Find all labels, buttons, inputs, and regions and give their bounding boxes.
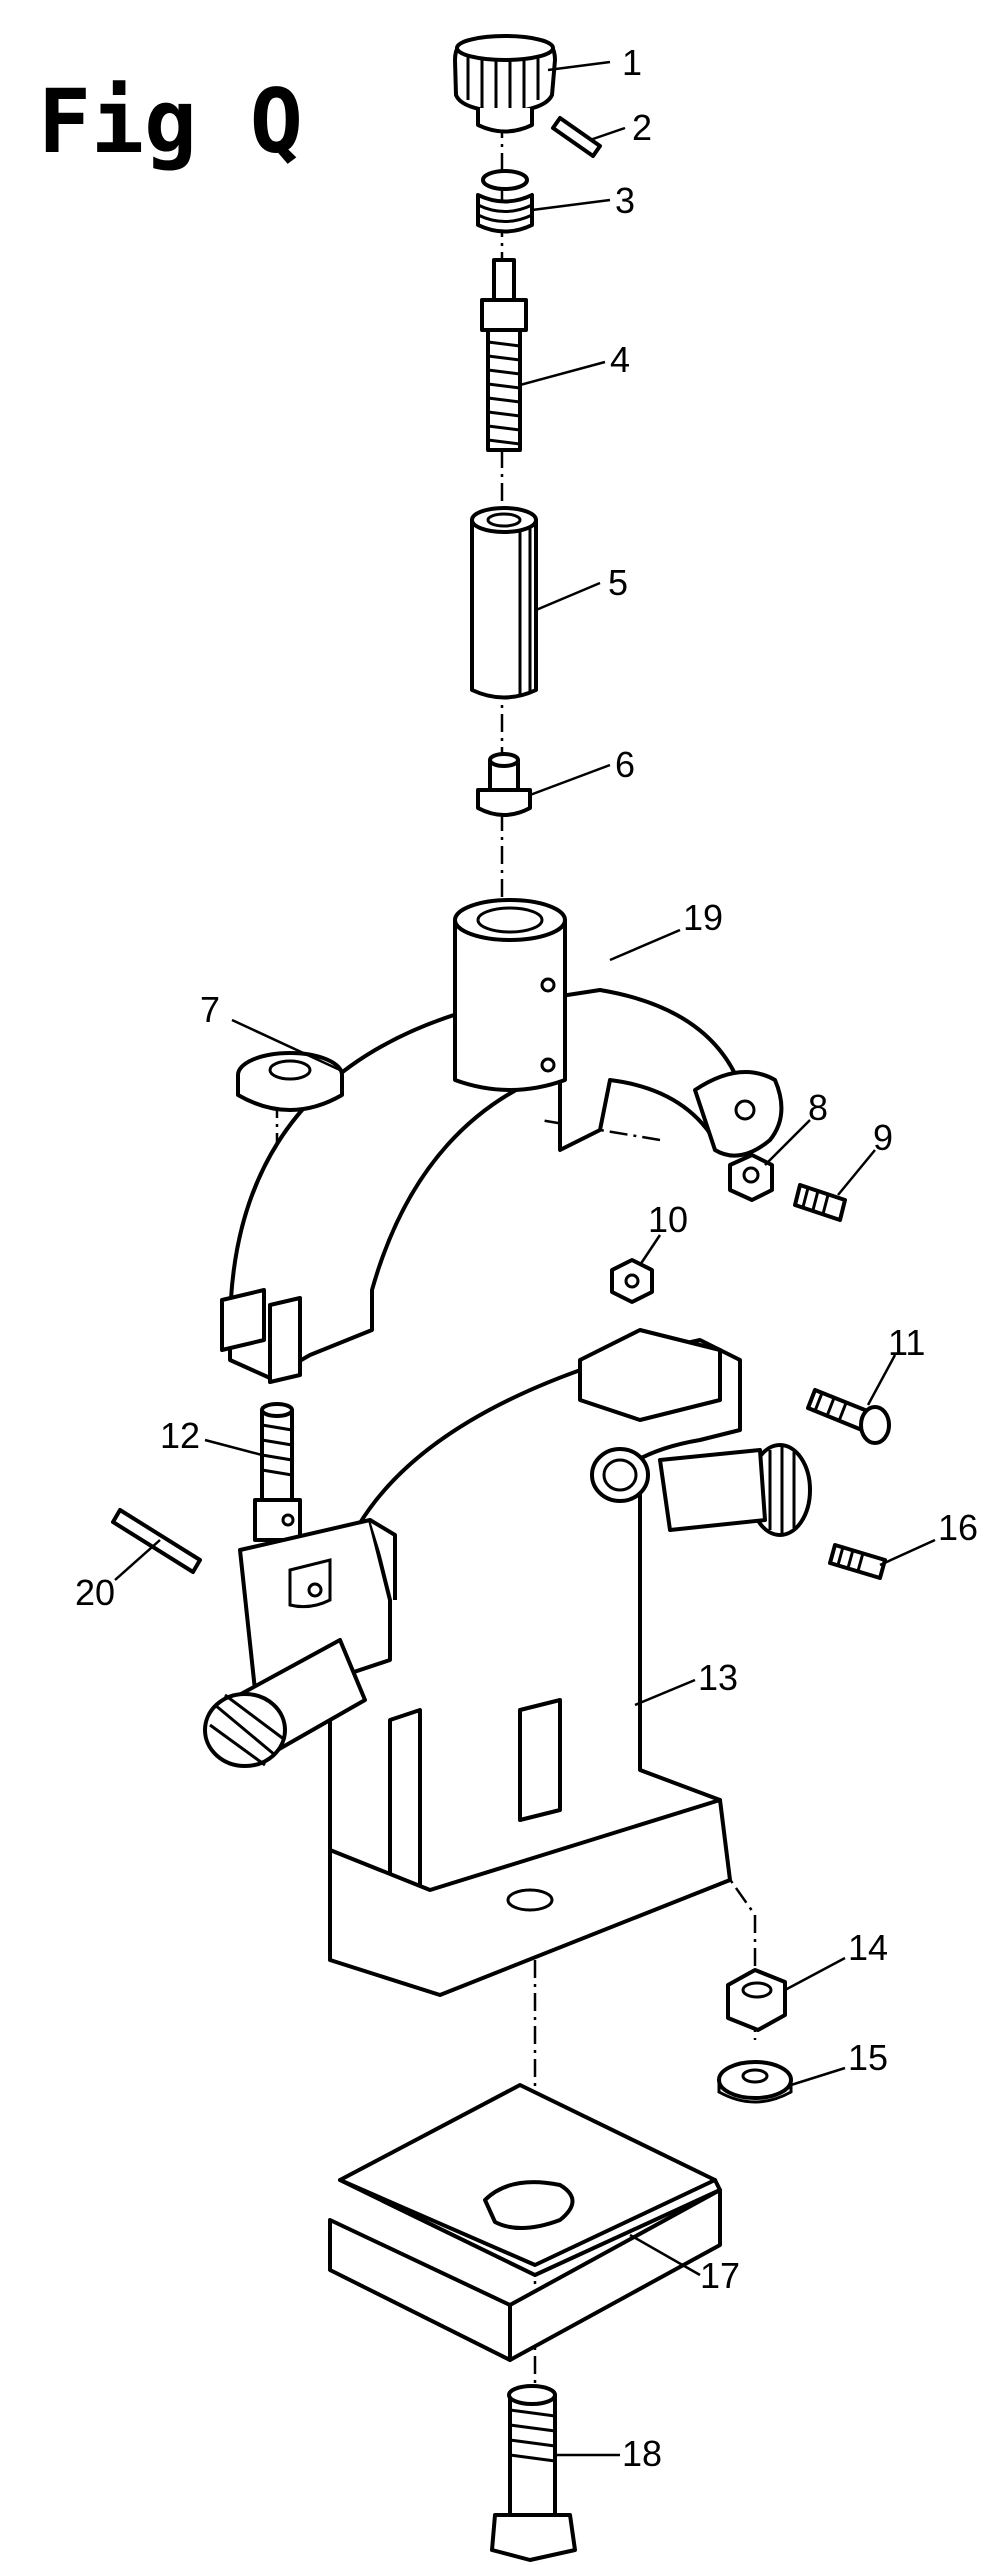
callout-16: 16 (938, 1507, 978, 1548)
part-8-nut (728, 1153, 774, 1202)
callout-19: 19 (683, 897, 723, 938)
callout-labels: 1 2 3 4 5 6 7 8 9 10 11 12 13 14 15 16 1… (75, 42, 978, 2474)
part-6-plunger (476, 752, 532, 817)
callout-15: 15 (848, 2037, 888, 2078)
part-12-stud (253, 1402, 302, 1542)
part-20-pin (111, 1508, 202, 1574)
part-3-spring (476, 169, 534, 234)
part-10-nut (610, 1258, 654, 1304)
callout-9: 9 (873, 1117, 893, 1158)
callout-7: 7 (200, 989, 220, 1030)
callout-11: 11 (888, 1322, 925, 1363)
callout-1: 1 (622, 42, 642, 83)
part-13-base-body (203, 1328, 812, 1997)
callout-10: 10 (648, 1199, 688, 1240)
callout-17: 17 (700, 2255, 740, 2296)
part-7-knurled-cap (236, 1051, 344, 1112)
part-5-sleeve (470, 506, 538, 700)
callout-4: 4 (610, 339, 630, 380)
callout-3: 3 (615, 180, 635, 221)
part-18-bolt (490, 2384, 577, 2562)
part-9-set-screw (793, 1183, 847, 1222)
callout-6: 6 (615, 744, 635, 785)
callout-20: 20 (75, 1572, 115, 1613)
part-1-knurled-knob (453, 34, 557, 134)
part-14-hex-nut (726, 1968, 787, 2032)
part-11-screw (806, 1388, 891, 1445)
figure-title: Fig Q (38, 70, 303, 173)
part-17-clamp-plate (328, 2083, 722, 2362)
callout-14: 14 (848, 1927, 888, 1968)
callout-13: 13 (698, 1657, 738, 1698)
part-19-upper-ring (220, 898, 784, 1384)
part-4-threaded-spindle (480, 258, 528, 452)
callout-2: 2 (632, 107, 652, 148)
part-15-washer (717, 2060, 793, 2104)
callout-5: 5 (608, 562, 628, 603)
callout-12: 12 (160, 1415, 200, 1456)
part-2-pin (551, 116, 602, 158)
callout-8: 8 (808, 1087, 828, 1128)
part-16-screw (828, 1543, 887, 1580)
callout-18: 18 (622, 2433, 662, 2474)
leader-lines (114, 60, 936, 2457)
